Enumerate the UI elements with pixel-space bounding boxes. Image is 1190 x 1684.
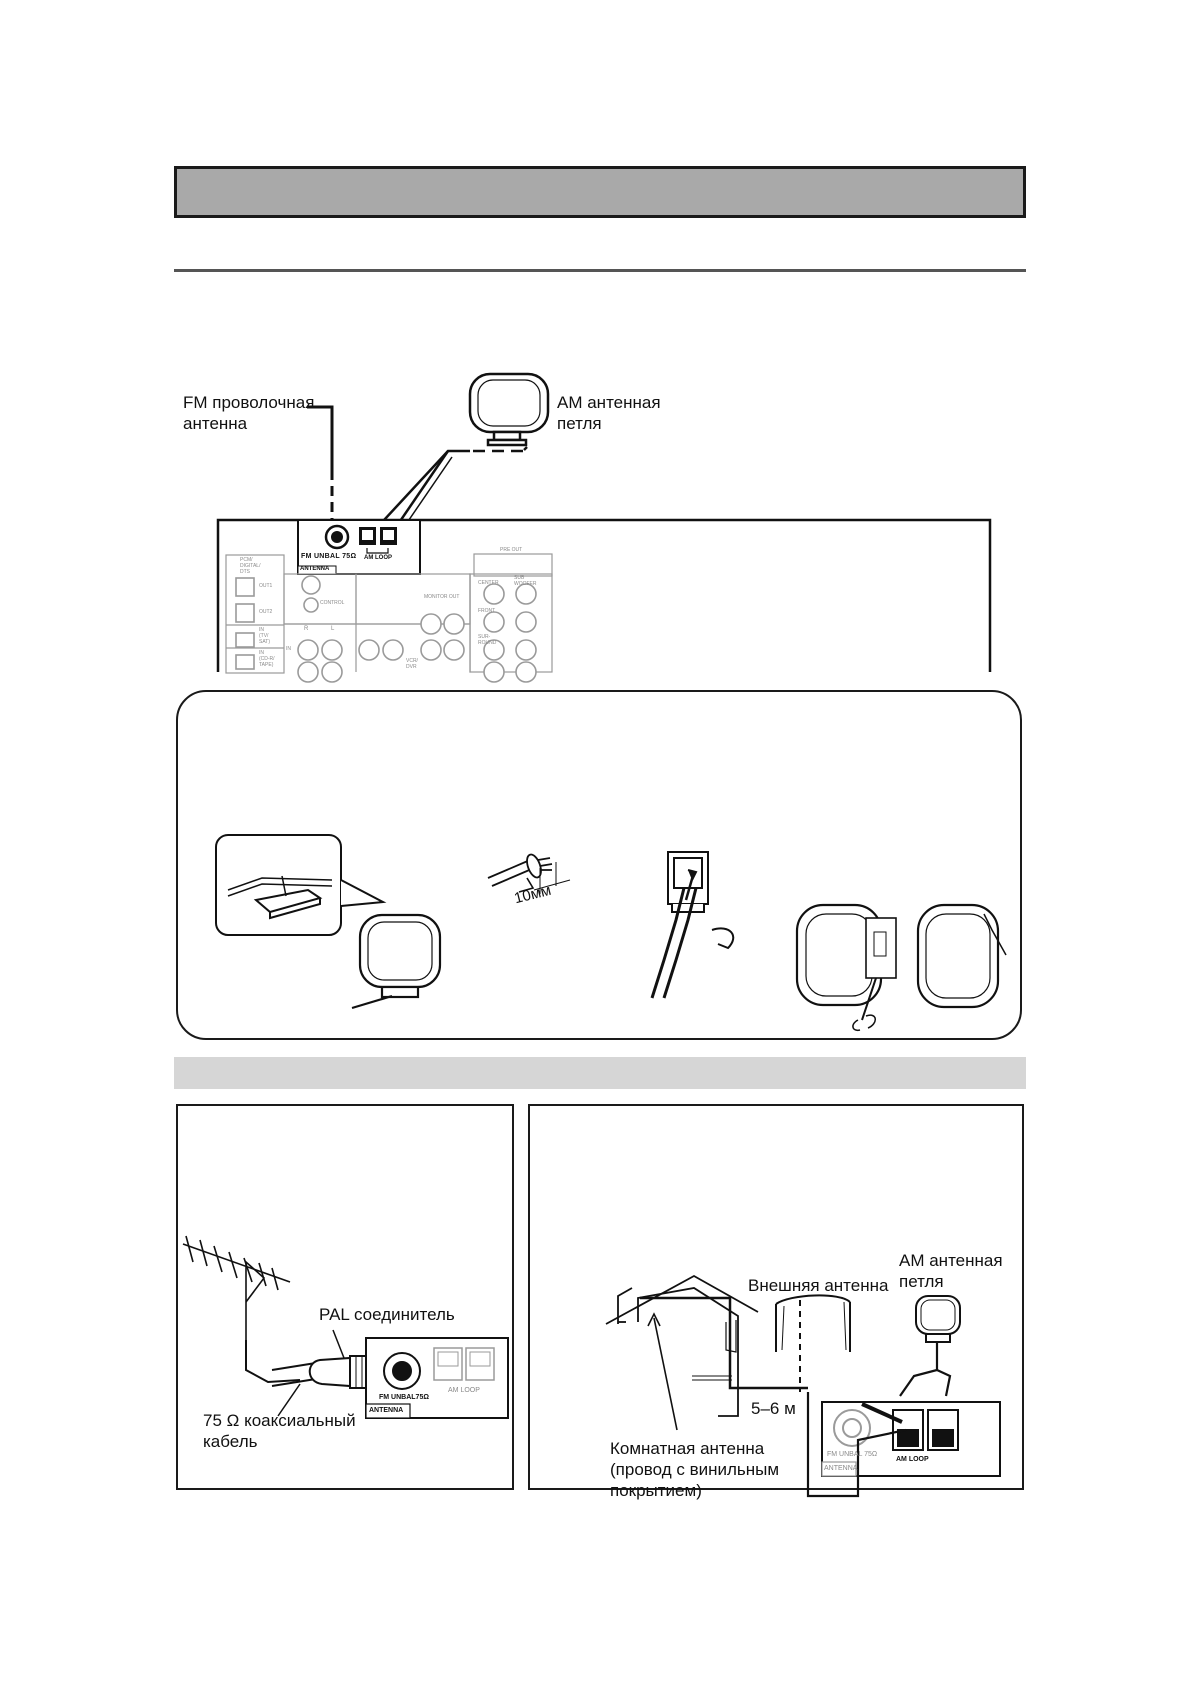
r-label: R: [304, 626, 309, 632]
am-loop-right-icon: [915, 1295, 961, 1343]
left-fm-unbal-label: FM UNBAL75Ω: [379, 1394, 429, 1401]
pal-connector-label: PAL соединитель: [319, 1305, 455, 1324]
title-bar: [174, 166, 1026, 218]
am-loop-antenna-icon: [468, 372, 550, 447]
control-label: CONTROL: [320, 600, 345, 606]
yagi-antenna-icon: [182, 1235, 291, 1340]
out2-label: OUT2: [259, 609, 273, 615]
wire-strip-drawing: [487, 853, 571, 894]
am-loop-with-stand-icon: [351, 913, 442, 1010]
house-icon: [605, 1274, 808, 1417]
stand-detail-callout: [215, 834, 387, 936]
outdoor-am-box: [528, 1104, 1024, 1490]
monitor-out-label: MONITOR OUT: [424, 594, 460, 600]
right-panel-wires: [647, 1312, 952, 1498]
coax-cable-label: 75 Ω коаксиальный кабель: [203, 1411, 356, 1451]
in-tv-sat-label: IN (TV/ SAT): [259, 627, 271, 645]
l-label: L: [331, 626, 335, 632]
right-fm-unbal-label: FM UNBAL 75Ω: [827, 1451, 878, 1458]
center-label: CENTER: [478, 580, 499, 586]
am-terminal-panel: [821, 1401, 1001, 1477]
am-loop-antenna-label: AM антенная петля: [557, 393, 661, 433]
outdoor-fm-box: [176, 1104, 514, 1490]
assembly-box: [176, 690, 1022, 1040]
in-label: IN: [286, 646, 291, 652]
wall-mount-drawing: [795, 903, 1007, 1032]
distance-label: 5–6 м: [751, 1399, 796, 1418]
outdoor-antenna-label: Внешняя антенна: [748, 1276, 889, 1295]
vcr-dvr-label: VCR/ DVR: [406, 658, 418, 670]
fm-unbal-label: FM UNBAL 75Ω: [301, 553, 357, 560]
sur-round-label: SUR- ROUND: [478, 634, 497, 646]
in-cd-label: IN (CD-R/ TAPE): [259, 650, 275, 668]
section-rule: [174, 269, 1026, 272]
receiver-rear-panel: [216, 518, 992, 683]
right-antenna-label: ANTENNA: [824, 1465, 858, 1472]
fm-coax-panel: [365, 1337, 509, 1419]
am-loop-label: AM LOOP: [364, 555, 392, 561]
coax-cable: [245, 1340, 301, 1384]
right-am-loop-label: AM антенная петля: [899, 1251, 1003, 1291]
fm-wire-antenna-label: FM проволочная антенна: [183, 393, 315, 433]
right-am-loop-terminal-label: AM LOOP: [896, 1456, 929, 1463]
sub-woofer-label: SUB WOOFER: [514, 575, 537, 587]
section-bar: [174, 1057, 1026, 1089]
pcm-digital-label: PCM/ DIGITAL/ DTS: [240, 557, 261, 575]
terminal-insert-drawing: [650, 851, 735, 999]
left-antenna-label: ANTENNA: [369, 1407, 404, 1414]
out1-label: OUT1: [259, 583, 273, 589]
antenna-label: ANTENNA: [300, 566, 330, 572]
outdoor-wire-antenna-icon: [775, 1294, 851, 1392]
left-am-loop-label: AM LOOP: [448, 1387, 480, 1394]
indoor-antenna-label: Комнатная антенна (провод с винильным по…: [610, 1439, 780, 1500]
pre-out-label: PRE OUT: [500, 547, 523, 553]
pal-connector-icon: [308, 1355, 391, 1389]
front-label: FRONT: [478, 608, 496, 614]
